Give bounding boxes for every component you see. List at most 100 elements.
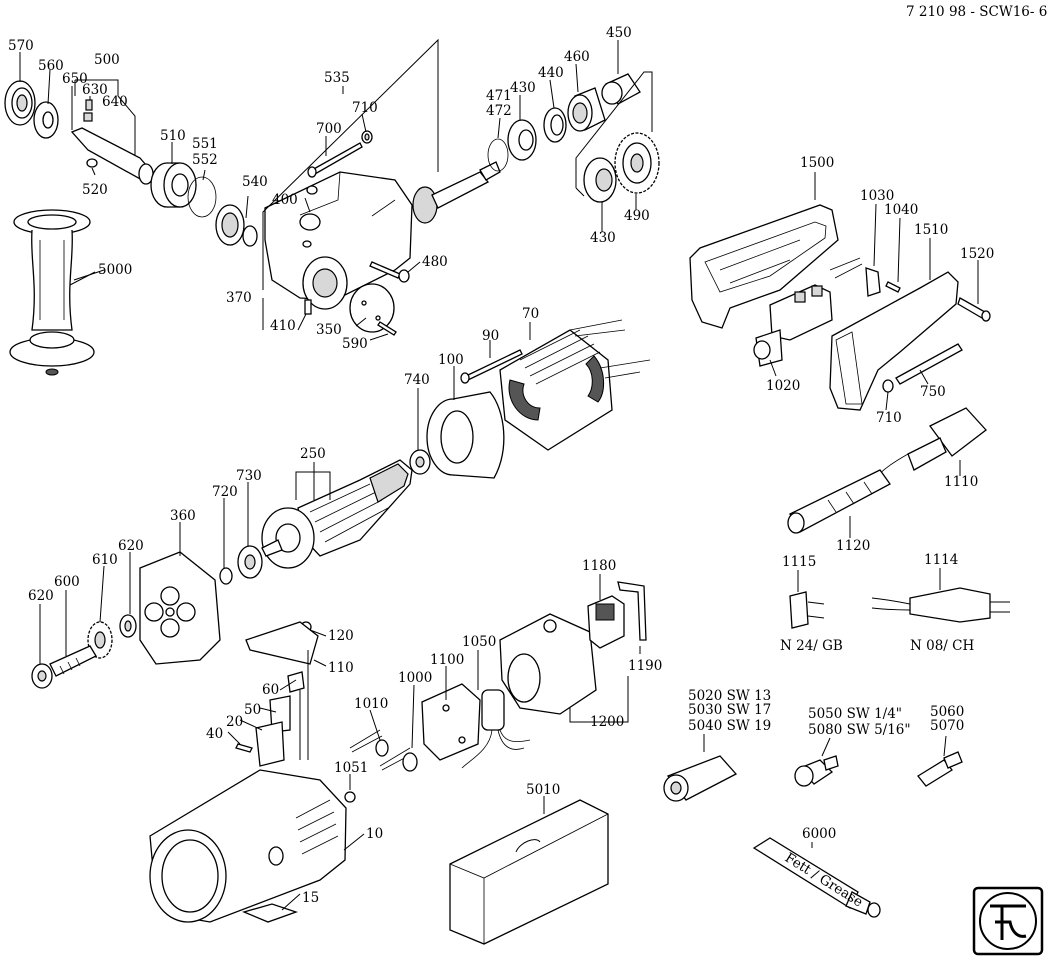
part-5050-socket <box>794 755 839 787</box>
label-1051: 1051 <box>334 760 368 776</box>
part-730-ball-bearing <box>237 545 263 579</box>
label-110: 110 <box>328 660 354 676</box>
label-730: 730 <box>236 468 262 484</box>
part-70-field-coil <box>499 319 651 451</box>
label-1110: 1110 <box>944 474 978 490</box>
label-40: 40 <box>206 726 223 742</box>
label-250: 250 <box>300 446 326 462</box>
label-5060: 5060 <box>930 704 964 720</box>
gear-head-assembly <box>4 38 660 336</box>
label-1040: 1040 <box>884 202 918 218</box>
label-590: 590 <box>342 336 368 352</box>
part-560-washer <box>33 101 59 139</box>
leader-lines <box>19 40 979 911</box>
label-1020: 1020 <box>766 378 800 394</box>
label-5010: 5010 <box>526 782 560 798</box>
label-540: 540 <box>242 174 268 190</box>
part-590-screw <box>377 321 397 336</box>
label-1000: 1000 <box>398 670 432 686</box>
label-10: 10 <box>366 826 383 842</box>
part-40-screw <box>235 743 253 753</box>
label-620-left: 620 <box>28 588 54 604</box>
label-1115: 1115 <box>782 554 816 570</box>
label-1114: 1114 <box>924 552 958 568</box>
part-1180-electronic-module <box>587 595 625 649</box>
label-490: 490 <box>624 208 650 224</box>
label-5000: 5000 <box>98 262 132 278</box>
label-15: 15 <box>302 890 319 906</box>
part-250-armature <box>261 459 413 569</box>
part-610-gear <box>87 621 113 659</box>
label-650: 650 <box>62 71 88 87</box>
part-100-insulating-sleeve <box>426 391 505 479</box>
part-360-bearing-flange <box>139 551 221 665</box>
part-510-ball-bearing <box>150 162 197 208</box>
part-710-washer-handle <box>882 379 894 393</box>
label-1010: 1010 <box>354 696 388 712</box>
part-410-pin <box>304 299 312 315</box>
part-460-needle-bearing <box>567 87 606 132</box>
part-1010-wiring <box>349 729 389 757</box>
part-1110-cable-plug <box>875 407 987 487</box>
label-440: 440 <box>538 65 564 81</box>
label-50: 50 <box>244 702 261 718</box>
part-540-bevel-gear <box>215 204 258 247</box>
part-1020-switch <box>753 284 833 367</box>
label-1180: 1180 <box>582 558 616 574</box>
label-630: 630 <box>82 82 108 98</box>
part-1000-wiring <box>379 747 418 772</box>
label-600: 600 <box>54 574 80 590</box>
label-710-top: 710 <box>352 100 378 116</box>
part-570-flange-nut <box>4 80 36 126</box>
label-90: 90 <box>482 328 499 344</box>
label-5050: 5050 SW 1/4" <box>808 706 902 722</box>
document-id: 7 210 98 - SCW16- 6 <box>906 4 1047 20</box>
part-1520-screw <box>957 297 986 319</box>
label-551: 551 <box>192 136 218 152</box>
label-5020: 5020 SW 13 <box>688 688 771 704</box>
label-6000: 6000 <box>802 826 836 842</box>
label-472: 472 <box>486 103 512 119</box>
part-750-screw <box>895 343 963 385</box>
part-1051-screw <box>344 791 356 803</box>
label-460: 460 <box>564 49 590 65</box>
label-570: 570 <box>8 38 34 54</box>
part-551-snap-ring <box>187 176 217 218</box>
part-350-cover <box>349 283 395 333</box>
label-410: 410 <box>270 318 296 334</box>
label-535: 535 <box>324 70 350 86</box>
label-520: 520 <box>82 182 108 198</box>
label-n24-gb: N 24/ GB <box>780 638 843 654</box>
label-700: 700 <box>316 121 342 137</box>
label-350: 350 <box>316 322 342 338</box>
label-1030: 1030 <box>860 188 894 204</box>
part-620-ball-bearing-right <box>119 614 137 638</box>
part-10-motor-housing <box>149 769 347 923</box>
label-120: 120 <box>328 628 354 644</box>
label-360: 360 <box>170 508 196 524</box>
label-1510: 1510 <box>914 222 948 238</box>
part-430-ball-bearing-lower <box>583 157 617 203</box>
part-500-spindle <box>70 99 154 185</box>
label-450: 450 <box>606 25 632 41</box>
part-5000-side-handle <box>9 209 96 376</box>
part-6000-grease-tube: Fett / Grease <box>752 837 881 918</box>
label-100: 100 <box>438 352 464 368</box>
part-600-gear-shaft <box>49 645 97 677</box>
label-400: 400 <box>272 192 298 208</box>
part-labels: 570 560 650 500 630 640 520 510 551 552 … <box>8 25 994 906</box>
label-5070: 5070 <box>930 718 964 734</box>
rear-handle-assembly <box>689 204 991 411</box>
part-480-screw <box>369 261 401 279</box>
part-5060-adapter <box>917 751 963 787</box>
part-490-gear <box>614 132 660 194</box>
part-1030-clamp <box>865 267 881 297</box>
part-60-brush-holder <box>287 671 305 693</box>
part-1190-bracket <box>617 581 647 641</box>
label-n08-ch: N 08/ CH <box>910 638 974 654</box>
label-1200: 1200 <box>590 714 624 730</box>
label-552: 552 <box>192 152 218 168</box>
part-5020-socket <box>663 755 738 802</box>
label-430-upper: 430 <box>510 80 536 96</box>
